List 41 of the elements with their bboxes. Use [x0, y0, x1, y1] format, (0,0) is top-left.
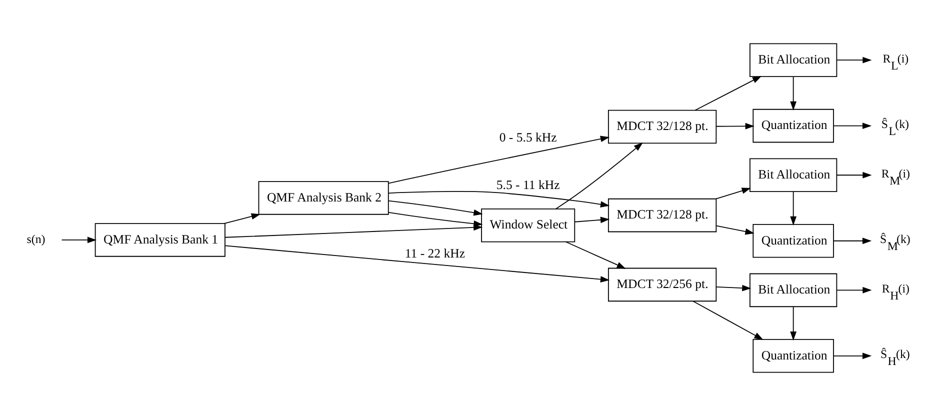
node-box: QMF Analysis Bank 1: [94, 223, 226, 257]
node-text: s(n): [26, 232, 46, 246]
node-box: Quantization: [752, 108, 834, 143]
arrow: [224, 213, 260, 224]
node-box: Bit Allocation: [750, 158, 838, 192]
arrow: [790, 191, 797, 226]
arrow: [555, 142, 643, 210]
arrow: [716, 122, 754, 130]
arrow: [833, 122, 872, 130]
arrow: [61, 236, 97, 244]
arrow: [692, 300, 764, 340]
node-box: MDCT 32/128 pt.: [608, 198, 717, 232]
arrow: [388, 200, 483, 216]
arrow: [388, 190, 610, 208]
node-box: QMF Analysis Bank 2: [258, 181, 389, 215]
arrow: [790, 76, 797, 111]
node-box: MDCT 32/256 pt.: [608, 268, 717, 302]
edge-label: 0 - 5.5 kHz: [499, 130, 557, 145]
node-box: Quantization: [752, 224, 834, 258]
arrow: [388, 212, 483, 227]
arrow: [836, 172, 872, 178]
node-box: Bit Allocation: [750, 43, 838, 77]
arrow: [833, 352, 872, 360]
node-box: MDCT 32/128 pt.: [608, 110, 717, 144]
edge-label: 5.5 - 11 kHz: [496, 178, 560, 192]
arrow: [388, 136, 610, 184]
arrow: [716, 284, 752, 292]
node-box: Window Select: [481, 208, 576, 242]
arrow: [565, 241, 626, 269]
arrow: [836, 56, 872, 64]
arrow: [790, 306, 797, 341]
node-box: Bit Allocation: [750, 273, 838, 308]
edge-label: 11 - 22 kHz: [404, 246, 466, 260]
node-box: Quantization: [752, 339, 834, 373]
arrow: [836, 286, 872, 294]
arrow: [694, 76, 762, 111]
arrow: [224, 245, 610, 282]
arrow: [716, 188, 751, 200]
arrow: [833, 238, 872, 244]
arrow: [716, 225, 754, 235]
arrow: [574, 216, 610, 224]
